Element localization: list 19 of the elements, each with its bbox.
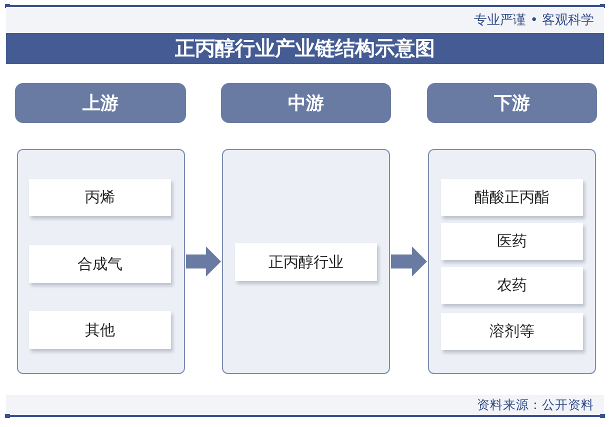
stage-header: 中游 — [221, 83, 391, 123]
chain-item-card: 医药 — [441, 223, 583, 260]
stage-panel — [222, 149, 390, 374]
chain-item-card: 合成气 — [29, 245, 171, 283]
stage-header: 下游 — [427, 83, 597, 123]
chain-item-card: 正丙醇行业 — [235, 243, 377, 281]
flow-arrow — [391, 246, 427, 276]
stage-panel — [428, 149, 596, 374]
flow-arrow — [186, 246, 221, 276]
stage-header: 上游 — [15, 83, 186, 123]
chain-item-card: 丙烯 — [29, 179, 171, 216]
chain-item-card: 溶剂等 — [441, 313, 583, 350]
slogan-text: 专业严谨 • 客观科学 — [474, 12, 594, 28]
chain-item-card: 农药 — [441, 267, 583, 304]
title-bar: 正丙醇行业产业链结构示意图 — [6, 33, 604, 64]
chain-item-card: 醋酸正丙酯 — [441, 179, 583, 216]
source-note: 资料来源：公开资料 — [477, 396, 594, 414]
stage-panel — [17, 149, 185, 374]
chain-item-card: 其他 — [29, 311, 171, 349]
